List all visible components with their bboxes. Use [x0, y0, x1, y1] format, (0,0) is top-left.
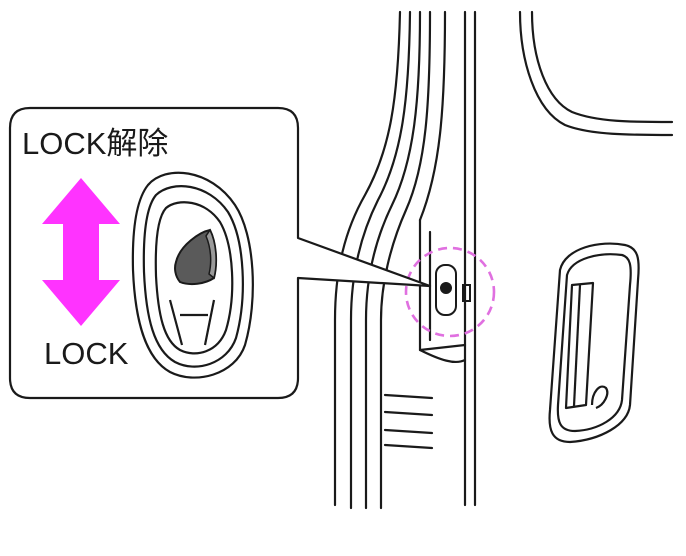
lock-label: LOCK [44, 336, 129, 371]
double-arrow-vertical-icon [42, 178, 120, 326]
callout-box [8, 106, 432, 400]
dashed-circle-icon [404, 246, 496, 338]
unlock-label: LOCK解除 [22, 126, 169, 161]
magnified-lock-housing [131, 171, 254, 379]
window-frame [518, 10, 674, 137]
lock-knob-icon [174, 228, 218, 286]
door-pillar [333, 10, 477, 510]
inner-door-handle [548, 242, 640, 444]
latch-slot [435, 264, 471, 316]
